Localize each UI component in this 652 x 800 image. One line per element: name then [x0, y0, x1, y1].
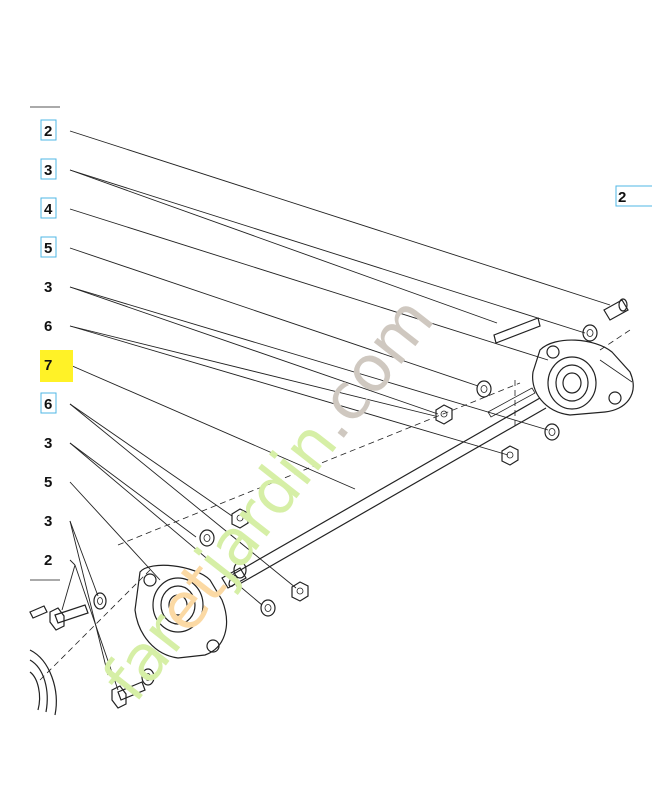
callout-box-3 — [40, 197, 57, 219]
callout-label-7: 7 — [44, 357, 52, 374]
callout-label-12: 2 — [44, 552, 52, 569]
edge-callout-box — [615, 185, 652, 207]
callout-box-1 — [40, 119, 57, 141]
bolt-upper — [603, 298, 629, 321]
svg-text:faretjardin.com: faretjardin.com — [89, 284, 449, 715]
callout-label-2: 3 — [44, 162, 52, 179]
callout-box-4 — [40, 236, 57, 258]
callout-label-10: 5 — [44, 474, 52, 491]
callout-box-2 — [40, 158, 57, 180]
callout-label-8: 6 — [44, 396, 52, 413]
callout-label-4: 5 — [44, 240, 52, 257]
callout-label-3: 4 — [44, 201, 53, 218]
pulley-partial — [29, 649, 57, 716]
shaft-collar-lower — [221, 561, 247, 589]
callout-box-8 — [40, 392, 57, 414]
callout-label-11: 3 — [44, 513, 52, 530]
callout-label-6: 6 — [44, 318, 52, 335]
callout-list: 2 3 4 5 3 6 7 6 3 5 3 2 — [40, 119, 73, 569]
callout-label-9: 3 — [44, 435, 52, 452]
washers-upper — [476, 324, 598, 441]
key-lower — [29, 605, 48, 619]
drive-shaft — [228, 387, 547, 588]
nuts-lower — [231, 508, 309, 602]
callout-label-1: 2 — [44, 123, 52, 140]
washers-lower — [93, 529, 276, 686]
nuts-upper — [435, 404, 519, 466]
leader-lines — [61, 130, 611, 691]
callout-highlight-7 — [40, 350, 73, 382]
edge-callout-label: 2 — [618, 189, 626, 206]
callout-label-5: 3 — [44, 279, 52, 296]
bolts-lower — [49, 604, 146, 709]
assembly-dashed-lines — [39, 329, 631, 681]
watermark-logo: faretjardin.com — [89, 284, 449, 715]
key-upper — [493, 317, 541, 344]
bearing-flange-upper — [532, 339, 634, 416]
bearing-flange-lower — [134, 564, 228, 659]
